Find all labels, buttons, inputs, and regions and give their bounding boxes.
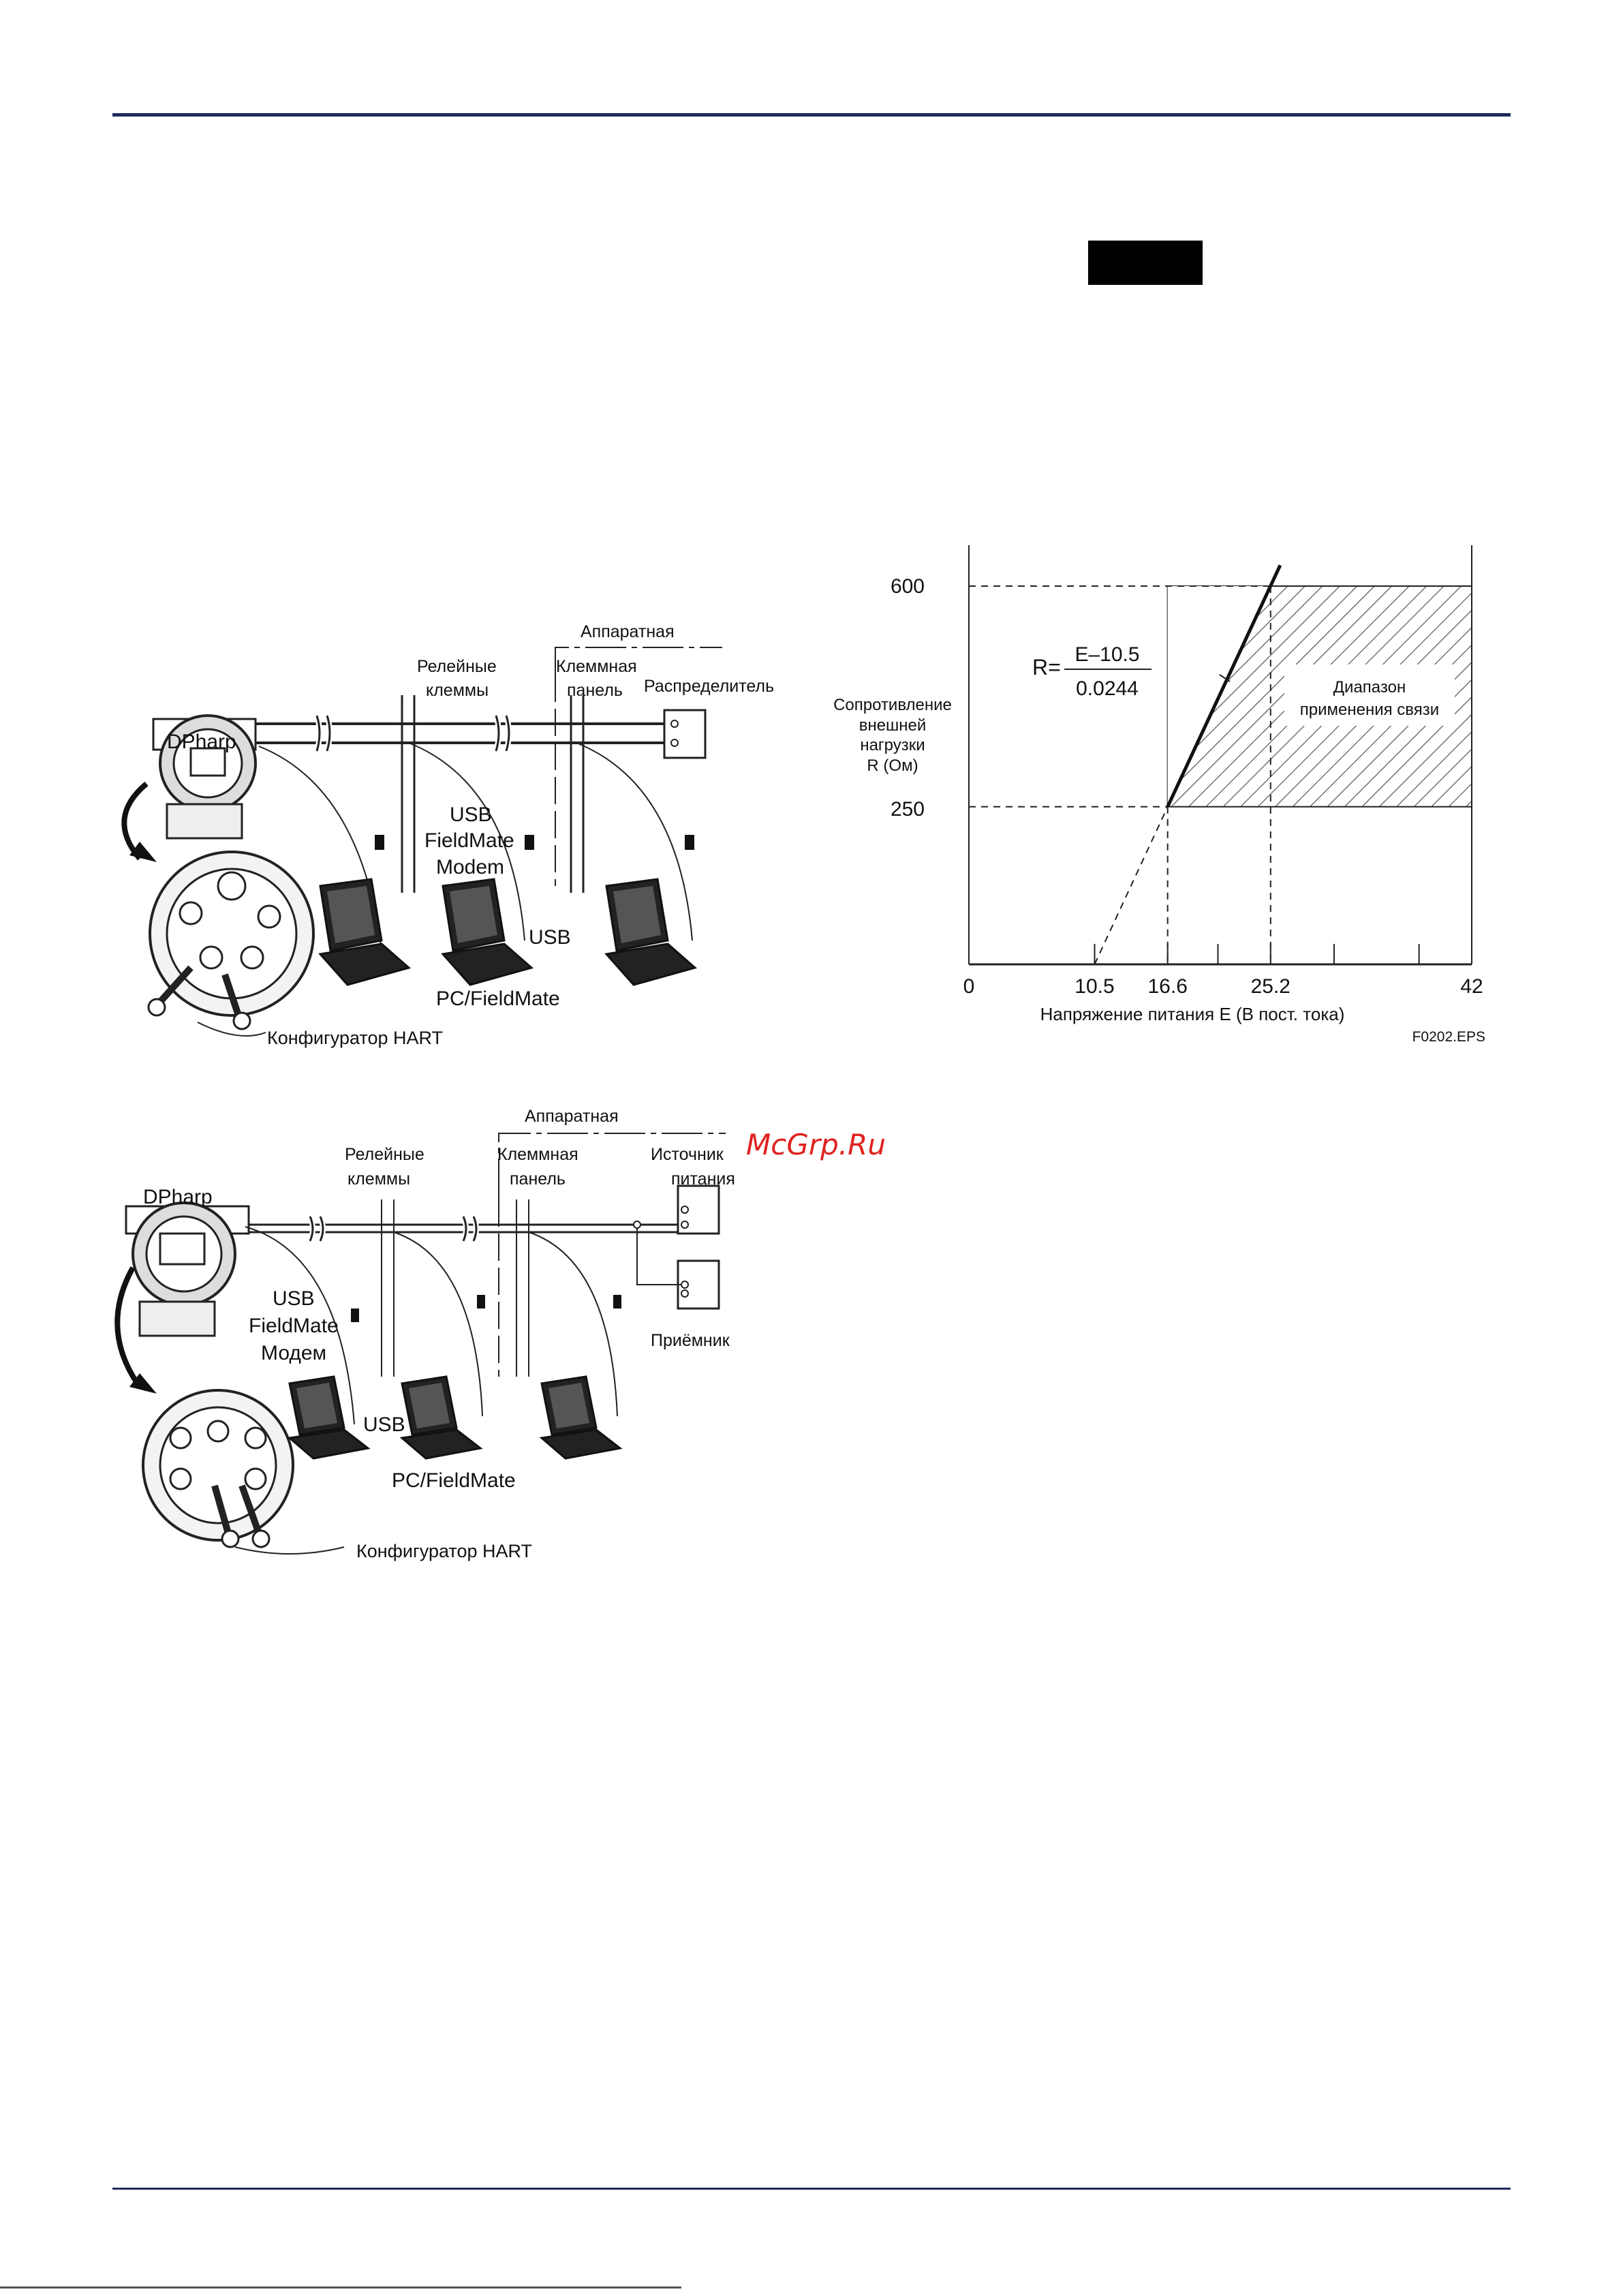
x-ticks: 0 10.5 16.6 25.2 42 [963, 975, 1483, 998]
series-extension [1094, 806, 1169, 965]
page-edge-line [0, 2286, 681, 2289]
fig2-receiver-label: Приёмник [651, 1331, 730, 1350]
x-tick-label: 16.6 [1147, 975, 1187, 998]
series-line [1166, 564, 1282, 808]
fig1-usb-label: USB [529, 926, 571, 949]
region-label-1: Диапазон [1333, 678, 1406, 697]
fig1-distributor-label: Распределитель [644, 677, 774, 696]
x-tick-label: 10.5 [1075, 975, 1114, 998]
fig1-modem-label-3: Modem [436, 856, 504, 878]
fig1-modem-label-2: FieldMate [424, 829, 514, 852]
fig2-pc-label: PC/FieldMate [392, 1469, 516, 1492]
fig2-terminal-label-2: панель [510, 1169, 566, 1189]
x-minor-ticks [1094, 944, 1472, 964]
fig2-modem-label-2: FieldMate [249, 1315, 339, 1337]
fig2-power-label-2: питания [671, 1169, 735, 1189]
figure-2-wiring-diagram: DPharp Релейные клеммы Аппаратная Клеммн… [114, 1107, 735, 1561]
figure-id: F0202.EPS [1412, 1029, 1485, 1045]
figure-1-wiring-diagram: DPharp Релейные клеммы Аппаратная Клеммн… [121, 622, 774, 1048]
fig1-modem-label-1: USB [450, 803, 492, 826]
x-tick-label: 25.2 [1251, 975, 1290, 998]
x-tick-label: 42 [1460, 975, 1483, 998]
fig2-terminal-label-1: Клеммная [497, 1145, 578, 1164]
fig1-hart-label: Конфигуратор HART [267, 1028, 443, 1048]
fig2-power-label-1: Источник [651, 1145, 724, 1164]
fig1-pc-label: PC/FieldMate [436, 988, 560, 1010]
fig1-device-label: DPharp [167, 731, 236, 753]
fig1-terminal-label-2: панель [567, 681, 623, 700]
fig1-relay-label-1: Релейные [417, 657, 497, 676]
fig2-hardware-label: Аппаратная [525, 1107, 619, 1126]
top-rule [112, 113, 1511, 117]
y-label-4: R (Ом) [867, 756, 918, 775]
fig2-device-label: DPharp [143, 1186, 213, 1208]
fig1-hardware-label: Аппаратная [581, 622, 675, 641]
fig2-hart-label: Конфигуратор HART [356, 1541, 532, 1561]
x-tick-label: 0 [963, 975, 975, 998]
redaction-box [1088, 241, 1203, 285]
fig1-relay-label-2: клеммы [426, 681, 489, 700]
fig2-modem-label-1: USB [273, 1287, 315, 1310]
y-label-3: нагрузки [860, 736, 925, 754]
x-axis-label: Напряжение питания E (В пост. тока) [1040, 1004, 1345, 1024]
formula-denominator: 0.0244 [1076, 677, 1139, 700]
formula-numerator: E–10.5 [1075, 643, 1139, 666]
fig2-modem-label-3: Модем [261, 1342, 326, 1364]
y-label-1: Сопротивление [833, 696, 952, 714]
y-tick-250: 250 [891, 798, 925, 821]
fig2-relay-label-1: Релейные [345, 1145, 424, 1164]
load-resistance-chart: 0 10.5 16.6 25.2 42 600 250 Сопротивление вн… [833, 545, 1485, 1045]
region-label-2: применения связи [1300, 701, 1439, 719]
formula-lhs: R= [1032, 655, 1061, 679]
bottom-rule [112, 2188, 1511, 2190]
watermark: McGrp.Ru [746, 1128, 886, 1161]
y-label-2: внешней [859, 716, 927, 735]
fig1-terminal-label-1: Клеммная [556, 657, 637, 676]
fig2-usb-label: USB [363, 1413, 405, 1436]
fig2-relay-label-2: клеммы [347, 1169, 410, 1189]
y-tick-600: 600 [891, 575, 925, 598]
